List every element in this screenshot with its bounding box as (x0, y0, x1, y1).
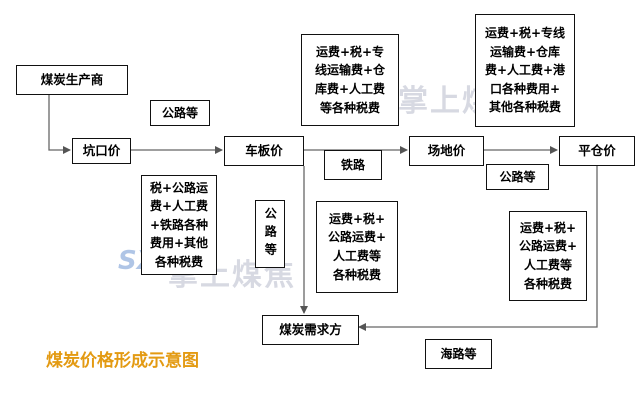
note-demand-road-costs: 运费+税+ 公路运费+ 人工费等 各种税费 (316, 201, 398, 293)
label-road-1: 公路等 (150, 100, 210, 126)
node-truck-price: 车板价 (224, 136, 304, 166)
diagram-caption: 煤炭价格形成示意图 (46, 351, 199, 371)
edge-producer-pithead (48, 95, 71, 154)
label-road-vertical: 公路等 (255, 200, 285, 268)
node-pithead-price: 坑口价 (72, 138, 131, 164)
edge-flat-demand (358, 166, 598, 331)
note-yard-costs: 运费+税+专 线运输费+仓 库费+人工费 等各种税费 (301, 34, 399, 126)
note-flat-to-demand-costs: 运费+税+ 公路运费+ 人工费等 各种税费 (509, 211, 587, 301)
node-flat-warehouse-price: 平仓价 (559, 136, 635, 166)
label-sea: 海路等 (425, 339, 492, 369)
label-road-2: 公路等 (486, 164, 549, 190)
note-truck-costs: 税+公路运 费+人工费 +铁路各种 费用+其他 各种税费 (141, 175, 217, 275)
node-coal-demand-side: 煤炭需求方 (262, 315, 359, 345)
note-port-costs: 运费+税+专线 运输费+仓库 费+人工费+港 口各种费用+ 其他各种税费 (475, 14, 575, 127)
label-railway: 铁路 (324, 150, 382, 180)
node-coal-producer: 煤炭生产商 (16, 65, 128, 95)
node-yard-price: 场地价 (409, 136, 484, 166)
